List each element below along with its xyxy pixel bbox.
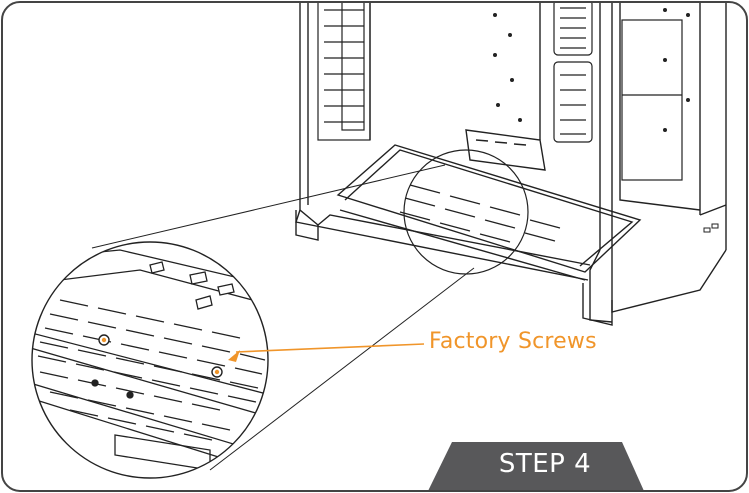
step-badge-label: STEP 4 [498,449,592,479]
zoom-detail [31,241,269,479]
zoom-leader-lines [91,164,475,471]
factory-screws-label: Factory Screws [429,329,597,354]
step-badge-shape [428,442,644,491]
case-drawing [295,2,727,326]
callout-leader-line [235,343,425,353]
